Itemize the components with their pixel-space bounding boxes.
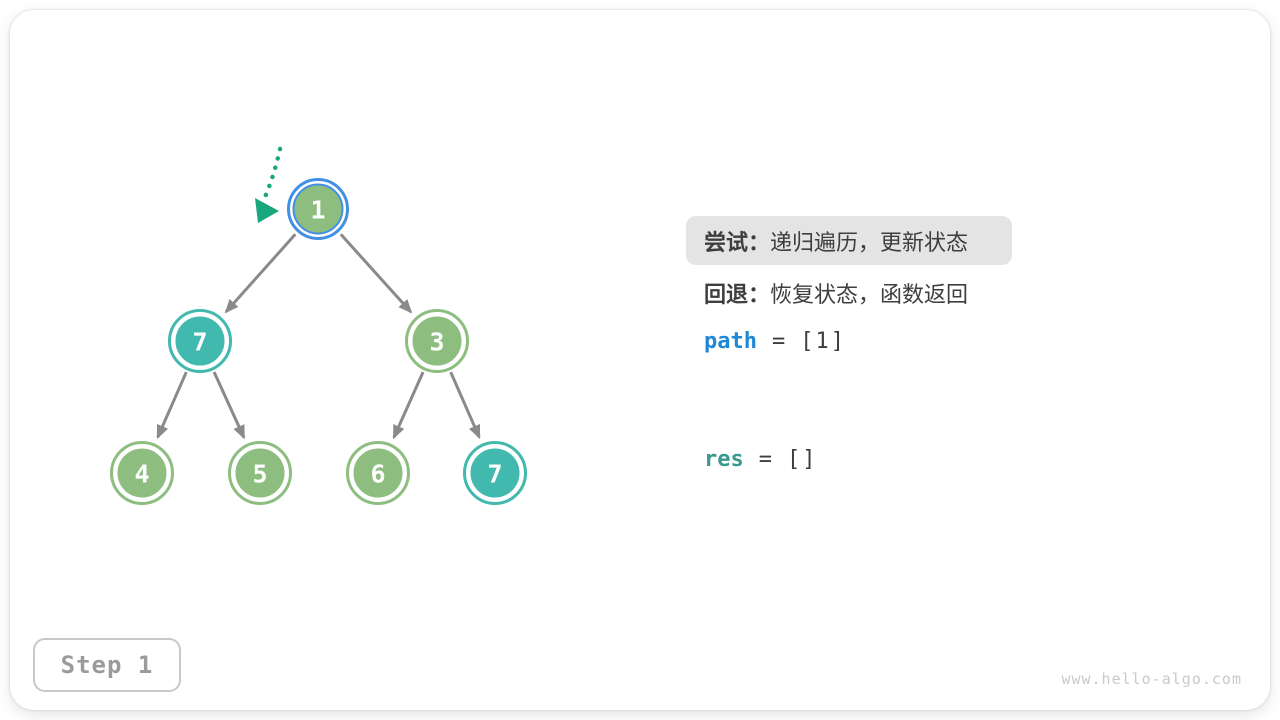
tree-node-LL: 4 — [110, 441, 174, 505]
tree-node-LR: 5 — [228, 441, 292, 505]
back-tip: 回退：恢复状态，函数返回 — [704, 279, 968, 307]
tree-edge-root-R — [339, 233, 413, 314]
path-equals-sign: = — [771, 329, 786, 354]
res-variable-name: res — [704, 447, 744, 472]
tree-edge-R-RL — [392, 371, 425, 440]
tree-node-RL: 6 — [346, 441, 410, 505]
tree-node-value: 1 — [310, 196, 325, 225]
tree-edge-L-LR — [212, 371, 246, 440]
pointer-arrow-dots — [262, 146, 283, 200]
res-variable-value: [] — [787, 447, 818, 472]
step-badge-label: Step 1 — [60, 651, 154, 679]
tree-edge-root-L — [224, 233, 297, 314]
watermark-url: www.hello-algo.com — [1061, 670, 1242, 688]
tree-node-value: 7 — [487, 460, 502, 489]
binary-tree-svg: 1 7 3 4 5 6 7 — [110, 146, 527, 505]
figure-card: 1 7 3 4 5 6 7 尝试：递归遍历，更新状态 回退：恢复状态，函数返回 path =… — [10, 10, 1270, 710]
tree-node-RR: 7 — [463, 441, 527, 505]
tree-node-root: 1 — [287, 178, 349, 240]
res-variable: res = [] — [704, 447, 818, 472]
pointer-arrow-head-icon — [255, 198, 279, 223]
path-variable-name: path — [704, 329, 757, 354]
binary-tree-figure: 1 7 3 4 5 6 7 — [10, 10, 1270, 710]
tree-node-value: 6 — [370, 460, 385, 489]
try-tip-label: 尝试： — [704, 229, 771, 255]
step-badge: Step 1 — [33, 638, 181, 692]
tree-node-value: 3 — [429, 328, 444, 357]
tree-edge-R-RR — [449, 371, 481, 440]
tree-edge-L-LL — [156, 371, 188, 440]
tree-node-value: 5 — [252, 460, 267, 489]
try-tip-text: 递归遍历，更新状态 — [770, 229, 969, 255]
res-equals-sign: = — [758, 447, 772, 472]
back-tip-text: 恢复状态，函数返回 — [770, 282, 969, 307]
tree-node-L: 7 — [168, 309, 232, 373]
back-tip-label: 回退： — [704, 282, 771, 307]
path-variable: path = [1] — [704, 329, 846, 354]
try-tip: 尝试：递归遍历，更新状态 — [686, 216, 1012, 265]
tree-node-R: 3 — [405, 309, 469, 373]
path-variable-value: [1] — [800, 329, 846, 354]
tree-node-value: 7 — [192, 328, 207, 357]
tree-node-value: 4 — [134, 460, 149, 489]
